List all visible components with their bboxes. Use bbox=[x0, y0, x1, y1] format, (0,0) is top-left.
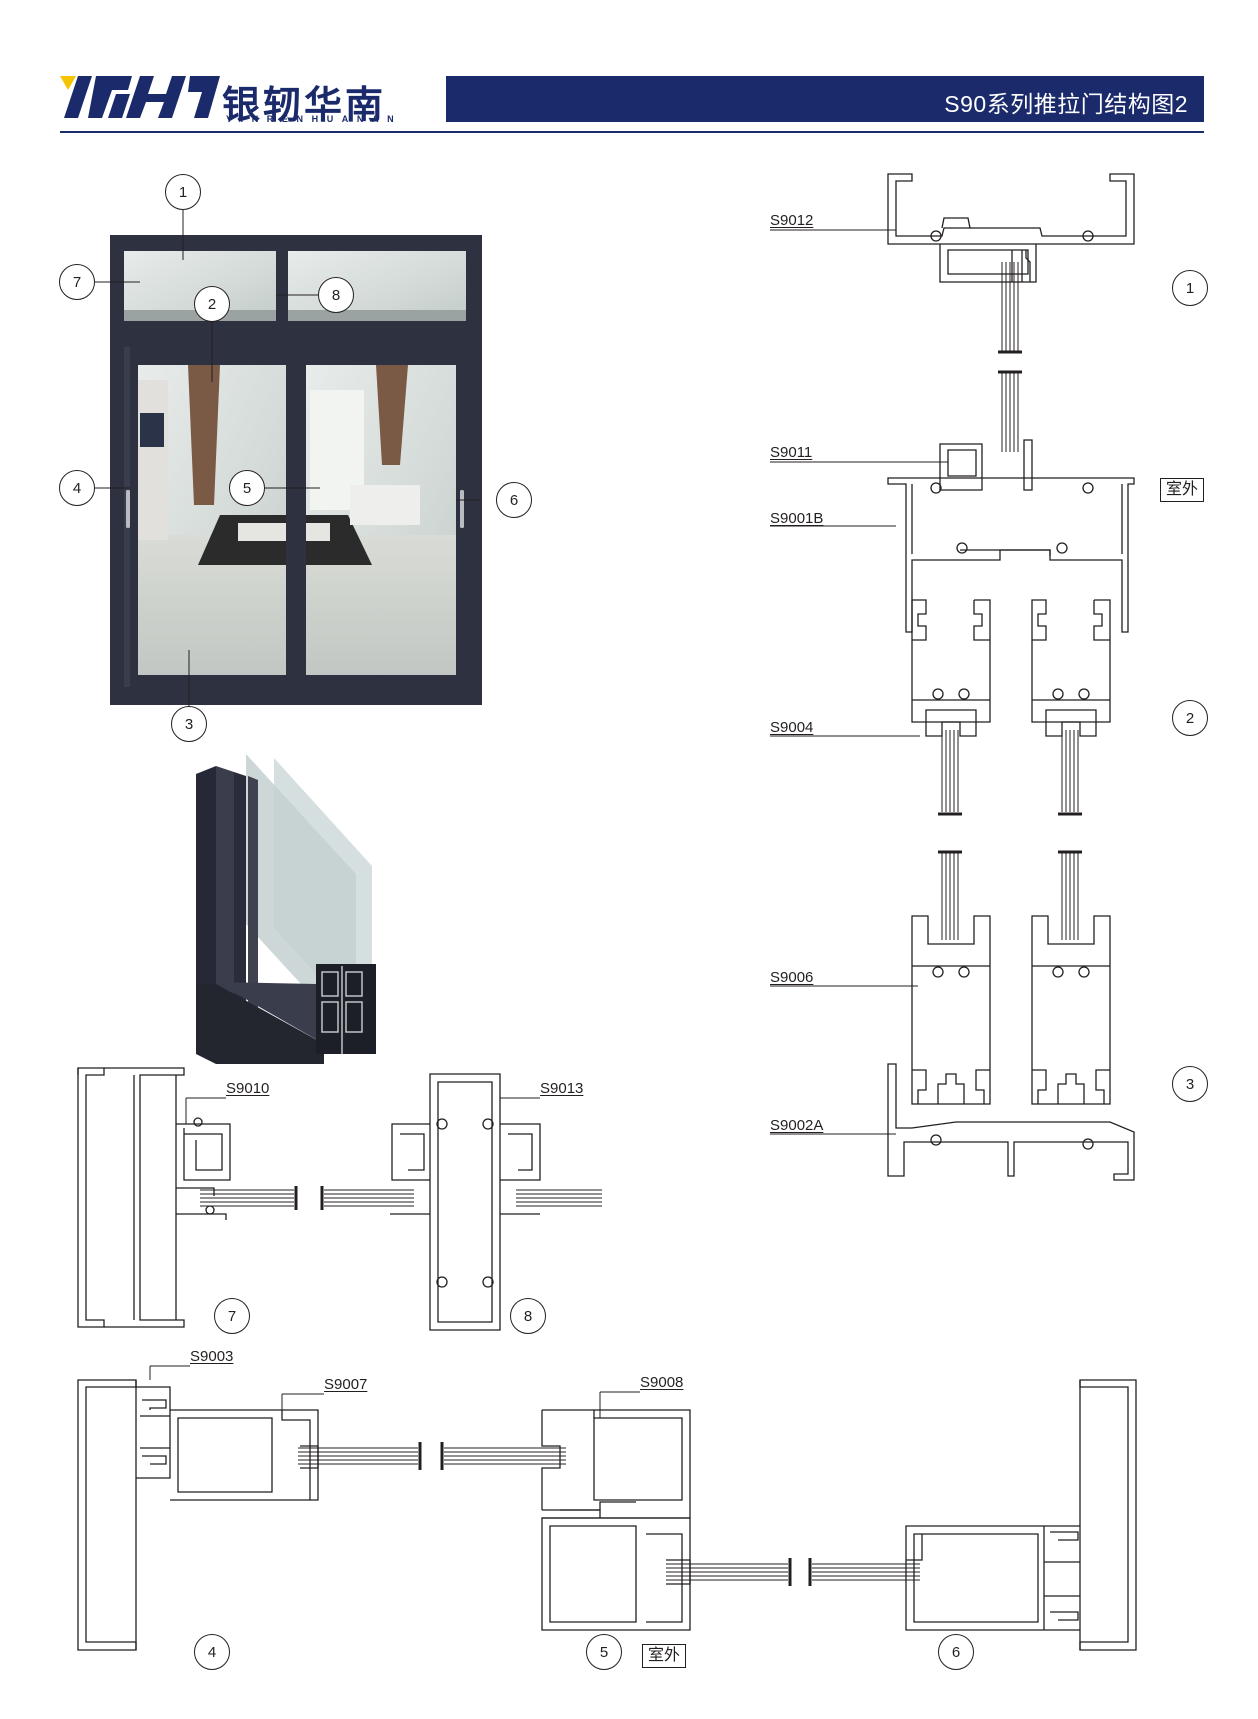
callout-3: 3 bbox=[171, 706, 207, 742]
label-s9012: S9012 bbox=[770, 212, 814, 229]
page-title: S90系列推拉门结构图2 bbox=[944, 91, 1188, 117]
label-s9008: S9008 bbox=[640, 1374, 684, 1391]
callout-6: 6 bbox=[496, 482, 532, 518]
label-s9007: S9007 bbox=[324, 1376, 368, 1393]
label-s9002a: S9002A bbox=[770, 1117, 824, 1134]
section-number-1: 1 bbox=[1172, 270, 1208, 306]
section-number-4: 4 bbox=[194, 1634, 230, 1670]
logo-english-text: YINRENHUANAN bbox=[226, 114, 403, 124]
section-number-8: 8 bbox=[510, 1298, 546, 1334]
label-s9011: S9011 bbox=[770, 444, 813, 461]
door-photo bbox=[110, 235, 482, 705]
callout-7: 7 bbox=[59, 264, 95, 300]
label-s9013: S9013 bbox=[540, 1080, 584, 1097]
callout-2: 2 bbox=[194, 286, 230, 322]
label-s9001b: S9001B bbox=[770, 510, 824, 527]
callout-5: 5 bbox=[229, 470, 265, 506]
label-s9003: S9003 bbox=[190, 1348, 234, 1365]
section-number-6: 6 bbox=[938, 1634, 974, 1670]
header-rule bbox=[60, 131, 1204, 133]
callout-8: 8 bbox=[318, 277, 354, 313]
label-s9006: S9006 bbox=[770, 969, 814, 986]
label-s9010: S9010 bbox=[226, 1080, 270, 1097]
logo-mark-icon bbox=[60, 76, 220, 118]
callout-4: 4 bbox=[59, 470, 95, 506]
label-s9004: S9004 bbox=[770, 719, 814, 736]
section-number-5: 5 bbox=[586, 1634, 622, 1670]
callout-1: 1 bbox=[165, 174, 201, 210]
outside-label-top: 室外 bbox=[1160, 478, 1205, 502]
section-number-3: 3 bbox=[1172, 1066, 1208, 1102]
section-number-2: 2 bbox=[1172, 700, 1208, 736]
profile-corner-3d bbox=[196, 754, 376, 1064]
outside-label-bottom: 室外 bbox=[642, 1644, 687, 1668]
header-bar: S90系列推拉门结构图2 bbox=[446, 76, 1204, 122]
logo-chinese-text: 银轫华南 bbox=[222, 83, 387, 127]
section-number-7: 7 bbox=[214, 1298, 250, 1334]
